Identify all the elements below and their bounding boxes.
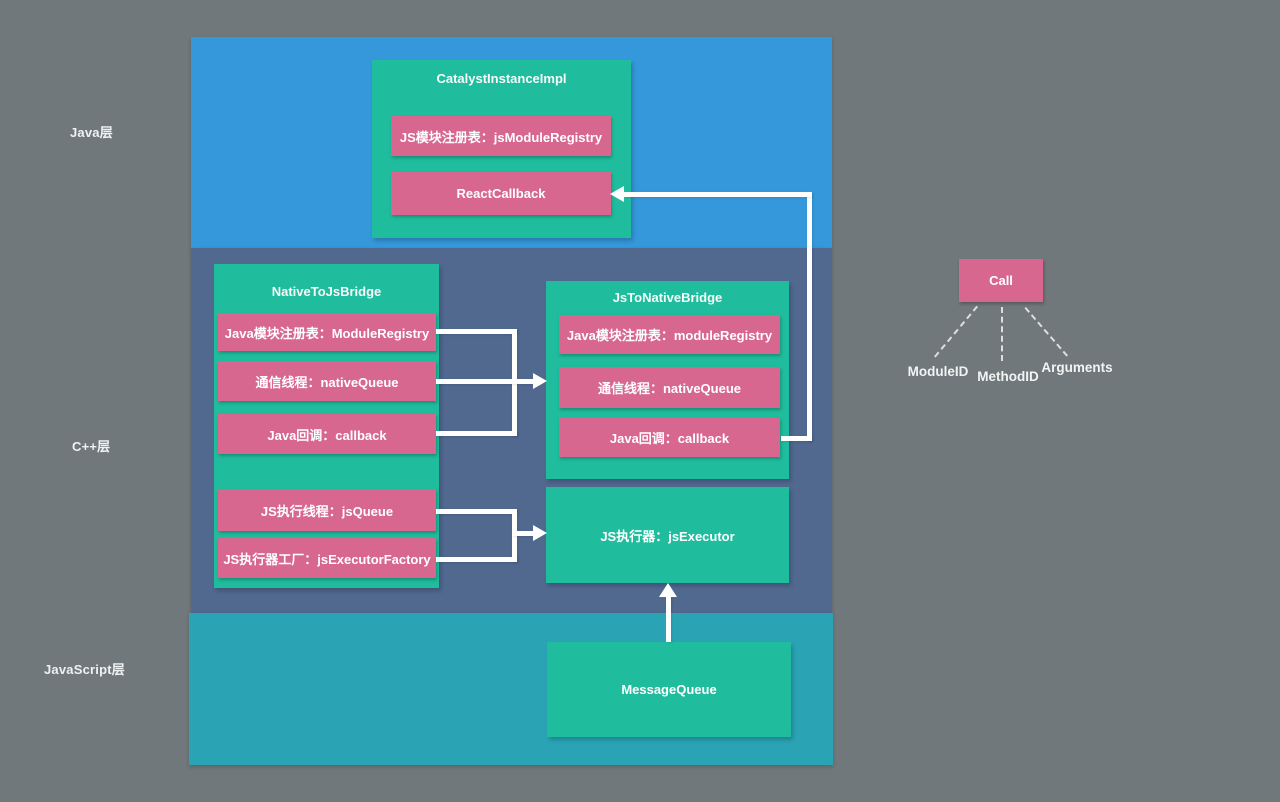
arrowhead-right	[533, 525, 547, 541]
layer-label-cpp: C++层	[72, 439, 111, 454]
arrow-segment	[436, 431, 517, 436]
dashed-link-moduleid	[934, 305, 978, 358]
jsn-item-module-registry: Java模块注册表：moduleRegistry	[559, 315, 780, 354]
catalyst-item-react-callback: ReactCallback	[391, 172, 611, 215]
arrow-segment	[624, 192, 812, 197]
call-param-moduleid: ModuleID	[907, 364, 969, 379]
jsn-item-native-queue: 通信线程：nativeQueue	[559, 367, 780, 408]
message-queue-box: MessageQueue	[547, 642, 791, 737]
arrow-segment	[781, 436, 812, 441]
js-executor-box: JS执行器：jsExecutor	[546, 487, 789, 583]
layer-label-javascript: JavaScript层	[44, 662, 125, 677]
arrowhead-left	[610, 186, 624, 202]
catalyst-instance-box: CatalystInstanceImpl JS模块注册表：jsModuleReg…	[372, 60, 631, 238]
js-to-native-bridge-box: JsToNativeBridge Java模块注册表：moduleRegistr…	[546, 281, 789, 479]
arrow-segment	[436, 379, 534, 384]
call-param-methodid: MethodID	[977, 369, 1039, 384]
arrow-segment	[807, 192, 812, 441]
arrowhead-right	[533, 373, 547, 389]
dashed-link-arguments	[1024, 307, 1068, 357]
js-executor-title: JS执行器：jsExecutor	[600, 528, 735, 544]
arrow-segment	[436, 509, 517, 514]
native-to-js-bridge-box: NativeToJsBridge Java模块注册表：ModuleRegistr…	[214, 264, 439, 588]
catalyst-instance-title: CatalystInstanceImpl	[436, 71, 567, 86]
native-item-js-queue: JS执行线程：jsQueue	[218, 489, 436, 531]
arrowhead-up	[659, 583, 677, 597]
dashed-link-methodid	[1001, 307, 1003, 361]
jsn-item-callback: Java回调：callback	[559, 418, 780, 457]
arrow-segment	[512, 531, 534, 536]
layer-label-java: Java层	[70, 125, 113, 140]
call-param-arguments: Arguments	[1041, 360, 1113, 375]
catalyst-item-js-module-registry: JS模块注册表：jsModuleRegistry	[391, 116, 611, 156]
message-queue-title: MessageQueue	[621, 682, 717, 697]
arrow-segment	[666, 596, 671, 642]
native-item-callback: Java回调：callback	[218, 414, 436, 454]
native-item-js-executor-factory: JS执行器工厂：jsExecutorFactory	[218, 538, 436, 578]
native-item-module-registry: Java模块注册表：ModuleRegistry	[218, 313, 436, 351]
arrow-segment	[436, 557, 517, 562]
call-box: Call	[959, 259, 1043, 302]
js-to-native-bridge-title: JsToNativeBridge	[612, 290, 723, 305]
native-item-native-queue: 通信线程：nativeQueue	[218, 361, 436, 401]
native-to-js-bridge-title: NativeToJsBridge	[271, 284, 382, 299]
arrow-segment	[436, 329, 517, 334]
